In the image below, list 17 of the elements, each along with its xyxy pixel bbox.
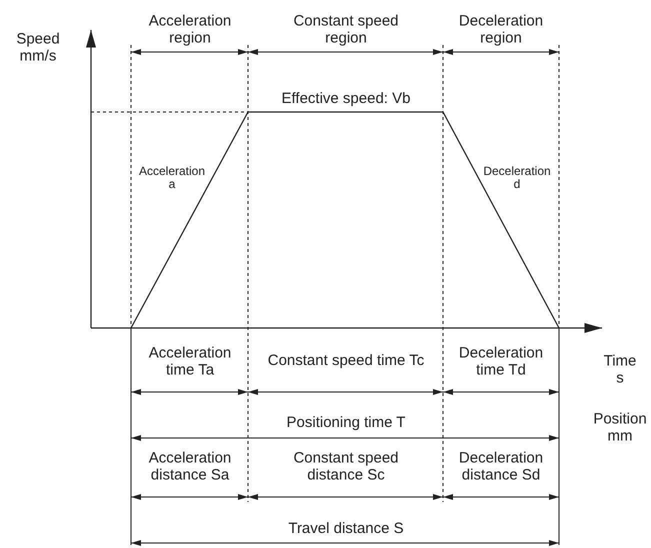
- distance-label: Constant speed distance Sc: [292, 450, 400, 484]
- time-label: Deceleration time Td: [458, 346, 544, 378]
- slope-label: Deceleration d: [483, 164, 551, 192]
- distance-label: Travel distance S: [288, 520, 404, 538]
- axis-label: Position mm: [593, 412, 647, 444]
- time-label: Acceleration time Ta: [148, 346, 232, 378]
- distance-label: Acceleration distance Sa: [148, 450, 232, 484]
- time-label: Positioning time T: [286, 414, 406, 432]
- axis-label: Speed mm/s: [16, 32, 60, 64]
- speed-label: Effective speed: Vb: [282, 90, 410, 108]
- distance-label: Deceleration distance Sd: [458, 450, 544, 484]
- slope-label: Acceleration a: [138, 164, 206, 192]
- region-label: Acceleration region: [148, 14, 232, 46]
- region-label: Deceleration region: [458, 14, 544, 46]
- axis-label: Time s: [604, 354, 636, 386]
- region-label: Constant speed region: [292, 14, 400, 46]
- time-label: Constant speed time Tc: [266, 352, 426, 370]
